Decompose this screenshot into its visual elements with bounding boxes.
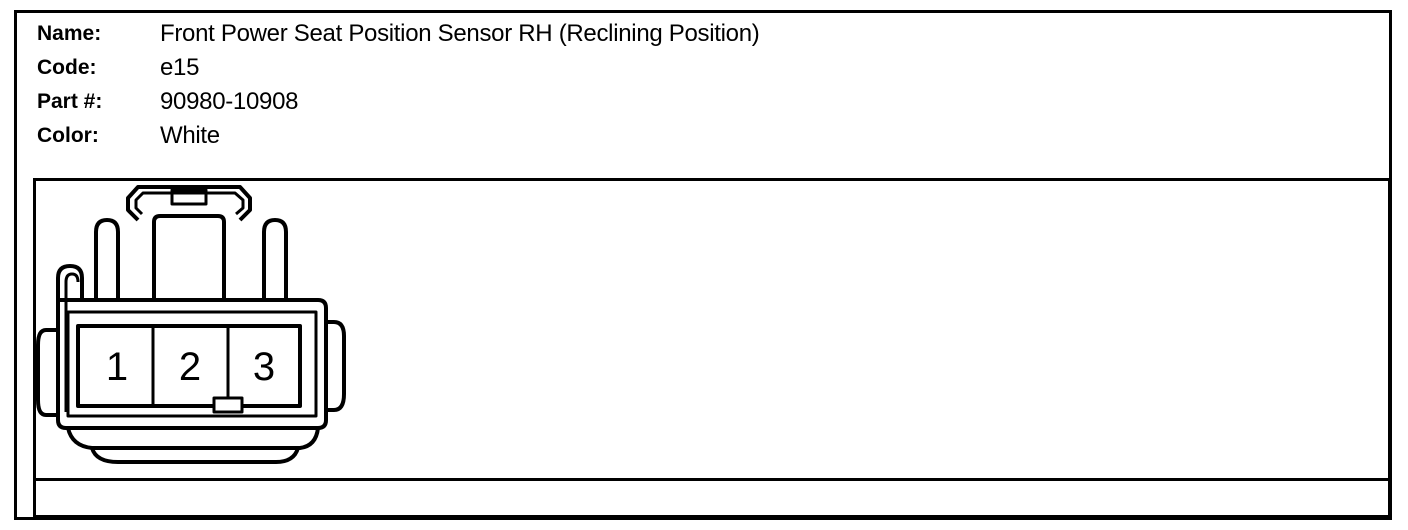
part-number-row: Part #: 90980-10908: [37, 85, 759, 119]
name-value: Front Power Seat Position Sensor RH (Rec…: [160, 20, 760, 47]
pin-label: 2: [179, 345, 201, 389]
connector-diagram-panel: [33, 178, 1391, 518]
pin-label: 3: [253, 345, 275, 389]
part-number-label: Part #:: [37, 90, 103, 113]
part-number-value: 90980-10908: [160, 88, 299, 115]
name-label: Name:: [37, 22, 102, 45]
pin-label: 1: [106, 345, 128, 389]
color-row: Color: White: [37, 119, 759, 153]
color-value: White: [160, 122, 220, 149]
code-label: Code:: [37, 56, 97, 79]
code-row: Code: e15: [37, 51, 759, 85]
connector-outline: [36, 185, 346, 464]
color-label: Color:: [37, 124, 99, 147]
panel-footer-strip: [36, 478, 1388, 515]
name-row: Name: Front Power Seat Position Sensor R…: [37, 17, 760, 51]
code-value: e15: [160, 54, 200, 81]
connector-info: Name: Front Power Seat Position Sensor R…: [37, 17, 760, 153]
